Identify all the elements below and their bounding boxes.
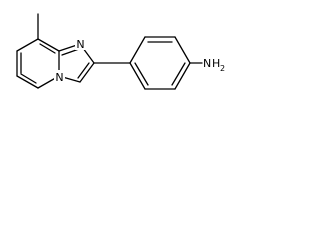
bond-c5-c6-double xyxy=(20,73,37,84)
bond-c5-c6 xyxy=(16,75,39,89)
amine-group-label: N H 2 xyxy=(203,57,225,73)
bond-ph3-ph4 xyxy=(174,36,191,64)
amine-h-count-label: 2 xyxy=(220,64,225,73)
bond-ph6-ph1-double xyxy=(134,62,149,86)
bond-c8-c8a xyxy=(37,38,60,52)
bond-c2-c3 xyxy=(79,62,95,83)
imidazole-n-label-bg xyxy=(75,37,86,50)
bond-ph4-ph5 xyxy=(174,62,191,90)
bond-c7-c8 xyxy=(16,38,39,52)
bond-c2-c3-double xyxy=(77,62,90,79)
bond-ph6-ph1 xyxy=(129,62,146,90)
bond-ph4-ph5-double xyxy=(171,62,186,86)
bridge-n-label: N xyxy=(55,71,63,84)
bond-ph1-ph2 xyxy=(129,36,146,64)
imidazole-n-label: N xyxy=(76,38,84,51)
amine-h-label: H xyxy=(212,57,220,70)
chemical-structure-diagram: N N N H 2 xyxy=(16,13,225,90)
bond-c8-c8a-double xyxy=(39,43,56,54)
amine-n-label: N xyxy=(203,57,211,70)
bridge-n-label-bg xyxy=(54,70,65,83)
